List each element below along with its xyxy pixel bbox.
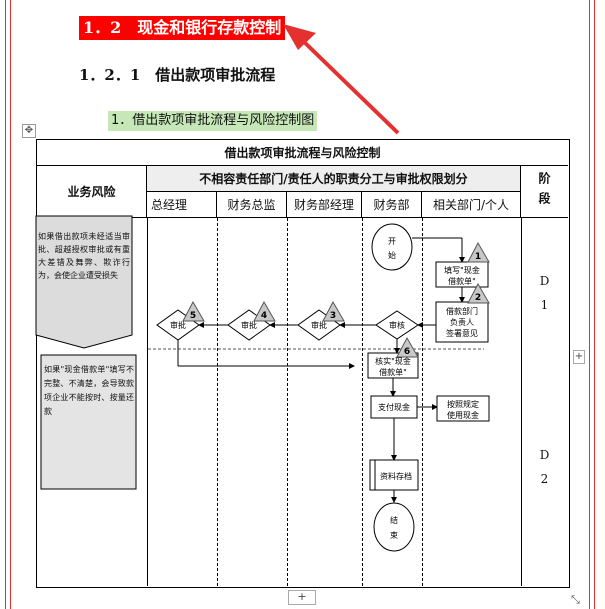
archive-text: 资料存档 [380, 471, 412, 481]
dept-sign-text-3: 签署意见 [446, 328, 478, 338]
dept-sign-text-2: 负责人 [450, 317, 474, 327]
duty-header: 不相容责任部门/责任人的职责分工与审批权限划分 [147, 166, 521, 192]
step-3-number: 3 [330, 311, 336, 321]
fill-form-text-1: 填写"现金 [444, 265, 480, 275]
heading-2: 1．2．1 借出款项审批流程 [79, 66, 276, 84]
dept-sign-text-1: 借款部门 [446, 306, 478, 316]
flow-table: 借出款项审批流程与风险控制 业务风险 不相容责任部门/责任人的职责分工与审批权限… [36, 139, 570, 588]
review-text: 审核 [389, 320, 405, 330]
use-text-1: 按照规定 [447, 399, 479, 409]
table-move-handle-icon[interactable]: ✥ [22, 124, 36, 138]
heading-3: 1．借出款项审批流程与风险控制图 [108, 111, 318, 131]
risk-text-2: 如果"现金借款单"填写不完整、不清楚，会导致款项企业不能按时、按量还款 [44, 365, 134, 416]
col-header-related-dept: 相关部门/个人 [422, 192, 521, 218]
stage-2-number: 2 [540, 472, 549, 486]
stage-header: 阶段 [521, 166, 568, 218]
start-text-2: 始 [388, 250, 396, 260]
verify-text-2: 借款单" [379, 367, 407, 377]
use-text-2: 使用现金 [447, 410, 479, 420]
approval-cfo-text: 审批 [241, 320, 257, 330]
table-title: 借出款项审批流程与风险控制 [37, 140, 568, 166]
col-header-gm: 总经理 [147, 192, 217, 218]
stage-2-letter: D [539, 448, 550, 462]
risk-text-1: 如果借出款项未经适当审批、超越授权审批或有重大差错及舞弊、欺诈行为，会使企业遭受… [38, 232, 130, 280]
step-5-number: 5 [190, 311, 196, 321]
col-header-fin-dept: 财务部 [362, 192, 422, 218]
end-text-2: 束 [390, 531, 398, 540]
stage-1-number: 1 [540, 298, 549, 312]
step-6-number: 6 [404, 347, 410, 357]
stage-1-letter: D [539, 274, 550, 288]
col-header-cfo: 财务总监 [217, 192, 287, 218]
step-2-number: 2 [475, 293, 481, 303]
pay-text: 支付现金 [378, 402, 410, 412]
table-resize-icon[interactable]: ⤡ [571, 593, 580, 606]
page-margin-right [589, 0, 595, 609]
verify-text-1: 核实"现金 [375, 356, 411, 366]
fill-form-text-2: 借款单" [448, 276, 476, 286]
add-row-button[interactable]: + [288, 590, 316, 605]
approval-gm-text: 审批 [170, 320, 186, 330]
col-header-fin-manager: 财务部经理 [287, 192, 362, 218]
heading-1: 1．2 现金和银行存款控制 [79, 16, 286, 40]
page-margin-left [5, 0, 11, 609]
approval-fin-manager-text: 审批 [311, 320, 327, 330]
step-1-number: 1 [475, 252, 481, 262]
add-column-button[interactable]: + [573, 350, 585, 364]
start-text-1: 开 [388, 237, 396, 246]
step-4-number: 4 [261, 311, 267, 321]
end-text-1: 结 [390, 515, 398, 525]
